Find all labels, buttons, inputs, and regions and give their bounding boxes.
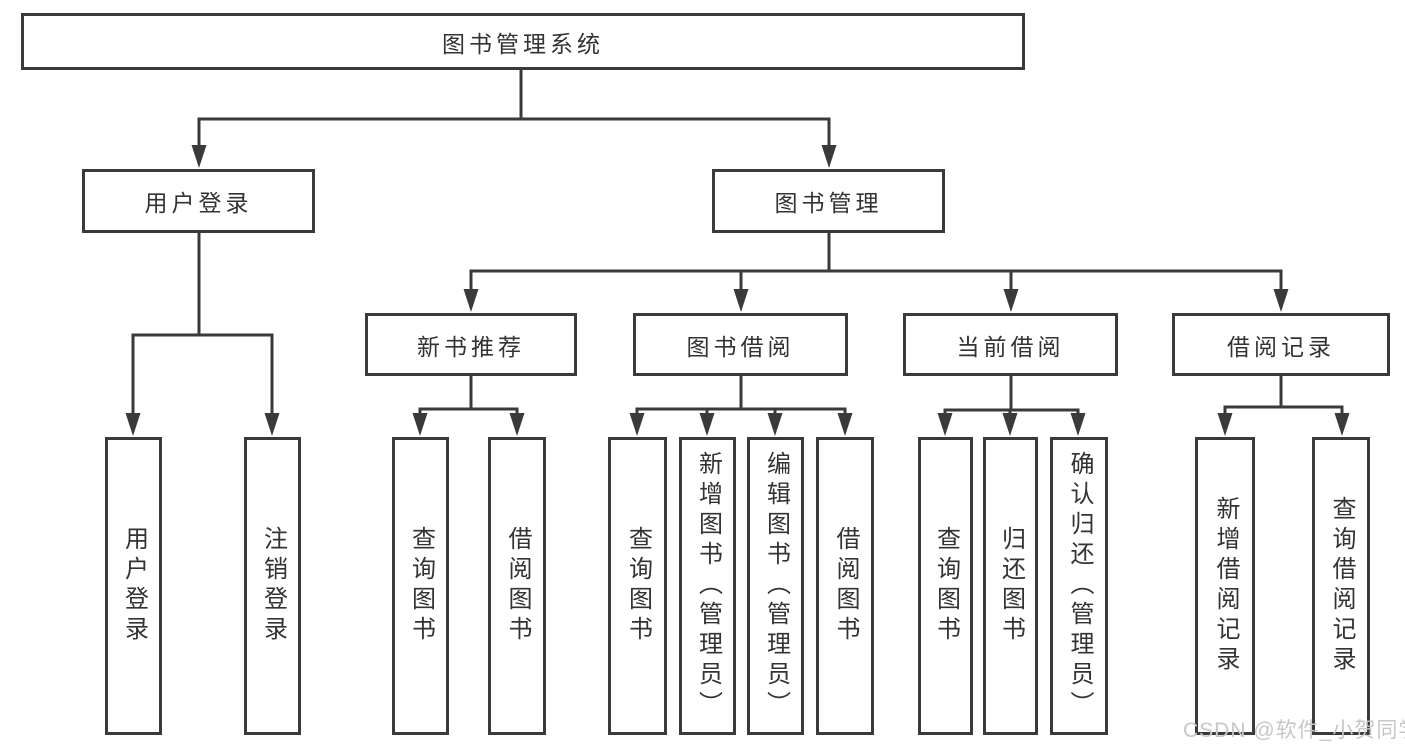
- connector-branch-5: [937, 374, 1086, 436]
- leaf-edit-books-admin-label: 编辑图书（管理员）: [762, 451, 790, 721]
- arrowhead-down-icon: [463, 289, 479, 312]
- leaf-query-books-current: 查询图书: [918, 437, 973, 735]
- leaf-add-books-admin-label: 新增图书（管理员）: [694, 451, 722, 721]
- arrowhead-down-icon: [509, 413, 525, 436]
- watermark: CSDN @软件_小贺同学: [1183, 719, 1405, 742]
- leaf-query-books-current-label: 查询图书: [932, 526, 960, 646]
- arrowhead-down-icon: [699, 413, 715, 436]
- node-borrow-records-label: 借阅记录: [1227, 333, 1335, 360]
- arrowhead-down-icon: [412, 413, 428, 436]
- leaf-query-books-recommend-label: 查询图书: [407, 526, 435, 646]
- leaf-add-borrow-record-label: 新增借阅记录: [1212, 496, 1239, 676]
- arrowhead-down-icon: [1273, 289, 1289, 312]
- node-root: 图书管理系统: [21, 13, 1025, 70]
- leaf-query-borrow-record-label: 查询借阅记录: [1328, 496, 1355, 676]
- arrowhead-down-icon: [1002, 413, 1018, 436]
- leaf-query-books-borrowing-label: 查询图书: [624, 526, 652, 646]
- arrowhead-down-icon: [191, 145, 207, 168]
- node-new-book-recommend: 新书推荐: [365, 313, 577, 376]
- node-book-management: 图书管理: [712, 169, 945, 233]
- node-user-login: 用户登录: [82, 169, 315, 233]
- connector-branch-0: [191, 68, 837, 168]
- arrowhead-down-icon: [767, 413, 783, 436]
- node-root-label: 图书管理系统: [442, 30, 604, 57]
- arrowhead-down-icon: [264, 413, 280, 436]
- arrowhead-down-icon: [1217, 413, 1233, 436]
- connector-branch-4: [629, 374, 853, 436]
- leaf-confirm-return-admin-label: 确认归还（管理员）: [1066, 451, 1093, 721]
- node-book-management-label: 图书管理: [774, 190, 883, 216]
- node-user-login-label: 用户登录: [144, 190, 253, 216]
- leaf-user-login-label: 用户登录: [120, 526, 148, 646]
- arrowhead-down-icon: [837, 413, 853, 436]
- leaf-query-books-borrowing: 查询图书: [608, 437, 667, 735]
- leaf-borrow-books-recommend: 借阅图书: [488, 437, 546, 735]
- leaf-query-books-recommend: 查询图书: [392, 437, 449, 735]
- leaf-user-login: 用户登录: [105, 437, 162, 735]
- node-book-borrowing: 图书借阅: [633, 313, 848, 376]
- arrowhead-down-icon: [1070, 413, 1086, 436]
- leaf-borrow-books-borrowing: 借阅图书: [816, 437, 874, 735]
- arrowhead-down-icon: [1003, 289, 1019, 312]
- connector-branch-3: [412, 374, 525, 436]
- node-borrow-records: 借阅记录: [1172, 313, 1390, 376]
- leaf-borrow-books-borrowing-label: 借阅图书: [832, 526, 859, 646]
- arrowhead-down-icon: [733, 289, 749, 312]
- arrowhead-down-icon: [1334, 413, 1350, 436]
- arrowhead-down-icon: [629, 413, 645, 436]
- arrowhead-down-icon: [821, 145, 837, 168]
- node-current-borrowing-label: 当前借阅: [956, 333, 1065, 360]
- leaf-add-borrow-record: 新增借阅记录: [1195, 437, 1255, 735]
- leaf-confirm-return-admin: 确认归还（管理员）: [1050, 437, 1108, 735]
- connector-branch-2: [463, 231, 1289, 312]
- connector-branch-6: [1217, 374, 1350, 436]
- node-new-book-recommend-label: 新书推荐: [417, 333, 525, 360]
- leaf-logout-label: 注销登录: [259, 526, 287, 646]
- leaf-return-books: 归还图书: [983, 437, 1038, 735]
- leaf-borrow-books-recommend-label: 借阅图书: [504, 526, 531, 646]
- arrowhead-down-icon: [125, 413, 141, 436]
- node-current-borrowing: 当前借阅: [903, 313, 1118, 376]
- node-book-borrowing-label: 图书借阅: [686, 333, 795, 360]
- arrowhead-down-icon: [937, 413, 953, 436]
- leaf-edit-books-admin: 编辑图书（管理员）: [747, 437, 804, 735]
- leaf-query-borrow-record: 查询借阅记录: [1312, 437, 1370, 735]
- leaf-logout: 注销登录: [244, 437, 301, 735]
- leaf-return-books-label: 归还图书: [997, 526, 1025, 646]
- connector-branch-1: [125, 231, 280, 436]
- leaf-add-books-admin: 新增图书（管理员）: [679, 437, 736, 735]
